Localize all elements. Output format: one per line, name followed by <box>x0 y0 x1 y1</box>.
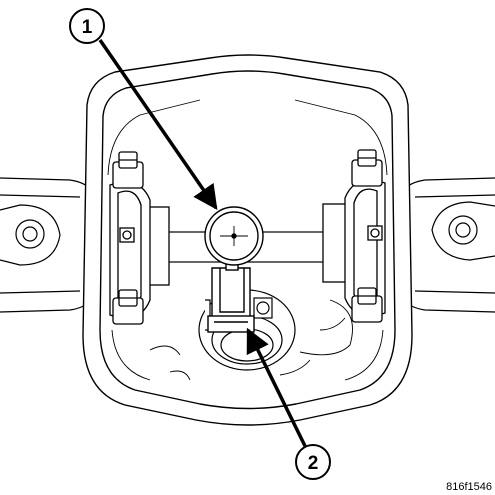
right-bearing-cap <box>322 149 386 323</box>
callout-1-label: 1 <box>82 17 93 38</box>
indicator-mount <box>207 267 255 333</box>
callout-1-leader-line <box>98 39 218 211</box>
callout-2: 2 <box>246 327 331 480</box>
callout-1: 1 <box>69 8 218 211</box>
left-bearing-cap <box>109 151 170 325</box>
left-mounting-ear <box>0 204 61 266</box>
figure-id-label: 816f1546 <box>446 481 492 493</box>
callout-2-leader-line <box>246 327 307 447</box>
callout-2-label: 2 <box>308 453 319 474</box>
dial-indicator <box>204 206 264 271</box>
right-mounting-ear <box>431 201 495 261</box>
housing-interior <box>107 99 388 381</box>
